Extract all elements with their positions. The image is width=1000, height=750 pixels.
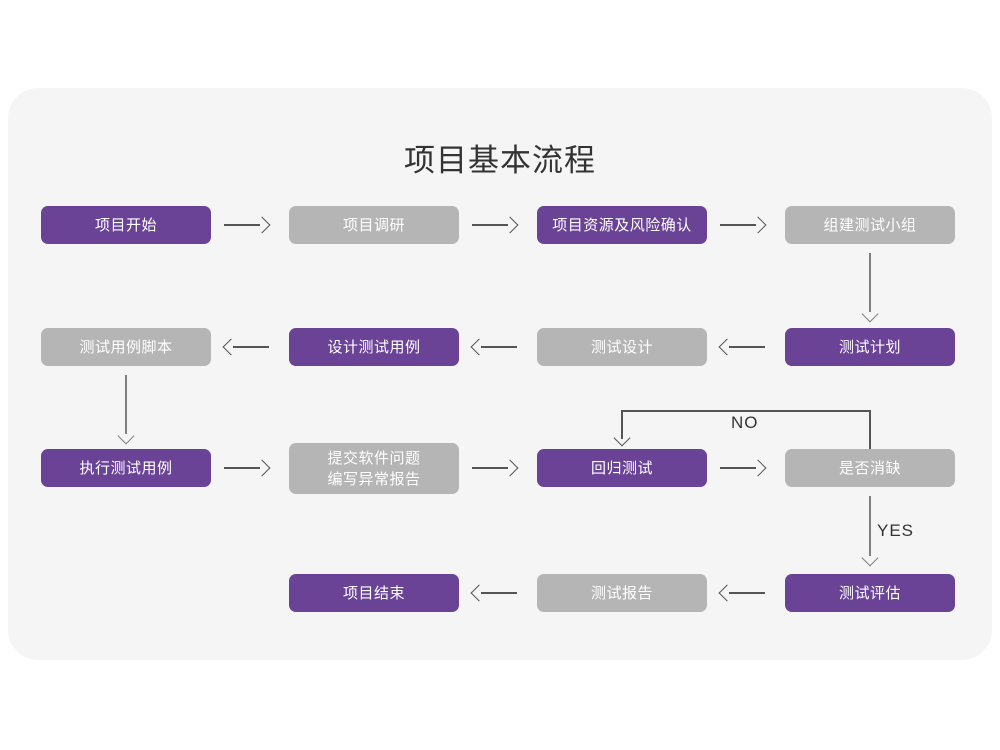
node-test-plan[interactable]: 测试计划 xyxy=(785,328,955,366)
node-project-research[interactable]: 项目调研 xyxy=(289,206,459,244)
node-defect-cleared[interactable]: 是否消缺 xyxy=(785,449,955,487)
arrow-head xyxy=(501,216,519,234)
arrow-head xyxy=(861,305,879,323)
arrow-shaft xyxy=(869,496,871,556)
arrow-regression-to-defect-cleared xyxy=(720,458,767,478)
node-test-evaluation[interactable]: 测试评估 xyxy=(785,574,955,612)
arrow-shaft xyxy=(472,467,508,469)
arrow-shaft xyxy=(720,467,756,469)
node-test-design[interactable]: 测试设计 xyxy=(537,328,707,366)
arrow-shaft xyxy=(729,346,765,348)
no-loop-right-segment xyxy=(869,410,871,449)
arrow-report-to-project-end xyxy=(470,583,517,603)
arrow-test-plan-to-test-design xyxy=(718,337,765,357)
arrow-head xyxy=(501,459,519,477)
arrow-head xyxy=(470,584,488,602)
arrow-shaft xyxy=(472,224,508,226)
node-regression-test[interactable]: 回归测试 xyxy=(537,449,707,487)
arrow-head xyxy=(470,338,488,356)
arrow-shaft xyxy=(481,346,517,348)
arrow-shaft xyxy=(125,375,127,434)
node-design-test-case[interactable]: 设计测试用例 xyxy=(289,328,459,366)
no-loop-left-segment xyxy=(621,410,623,439)
arrow-execute-to-submit-defect xyxy=(224,458,271,478)
arrow-head xyxy=(718,584,736,602)
page-title: 项目基本流程 xyxy=(404,143,596,178)
node-test-report[interactable]: 测试报告 xyxy=(537,574,707,612)
node-execute-test-case[interactable]: 执行测试用例 xyxy=(41,449,211,487)
arrow-team-to-test-plan xyxy=(860,253,880,323)
arrow-resource-risk-to-team xyxy=(720,215,767,235)
diagram-card xyxy=(8,88,992,660)
edge-label-no: NO xyxy=(731,413,759,432)
edge-label-yes: YES xyxy=(877,521,915,540)
node-project-start[interactable]: 项目开始 xyxy=(41,206,211,244)
arrow-shaft xyxy=(481,592,517,594)
no-loop-top-segment xyxy=(621,410,871,412)
arrow-evaluation-to-report xyxy=(718,583,765,603)
arrow-shaft xyxy=(720,224,756,226)
arrow-test-design-to-design-case xyxy=(470,337,517,357)
arrow-shaft xyxy=(729,592,765,594)
arrow-start-to-research xyxy=(224,215,271,235)
arrow-shaft xyxy=(224,467,260,469)
node-project-end[interactable]: 项目结束 xyxy=(289,574,459,612)
arrow-head xyxy=(117,427,135,445)
node-submit-defect-report[interactable]: 提交软件问题 编写异常报告 xyxy=(289,443,459,494)
arrow-head xyxy=(861,549,879,567)
arrow-shaft xyxy=(869,253,871,312)
arrow-head xyxy=(749,459,767,477)
arrow-design-case-to-script xyxy=(222,337,269,357)
arrow-defect-cleared-to-evaluation xyxy=(860,496,880,567)
arrow-shaft xyxy=(224,224,260,226)
node-resource-risk-confirm[interactable]: 项目资源及风险确认 xyxy=(537,206,707,244)
node-test-case-script[interactable]: 测试用例脚本 xyxy=(41,328,211,366)
node-form-test-team[interactable]: 组建测试小组 xyxy=(785,206,955,244)
arrow-head xyxy=(718,338,736,356)
arrow-submit-defect-to-regression xyxy=(472,458,519,478)
arrow-head xyxy=(253,459,271,477)
arrow-research-to-resource-risk xyxy=(472,215,519,235)
arrow-script-to-execute xyxy=(116,375,136,445)
arrow-head xyxy=(222,338,240,356)
arrow-head xyxy=(749,216,767,234)
arrow-head xyxy=(253,216,271,234)
arrow-shaft xyxy=(233,346,269,348)
